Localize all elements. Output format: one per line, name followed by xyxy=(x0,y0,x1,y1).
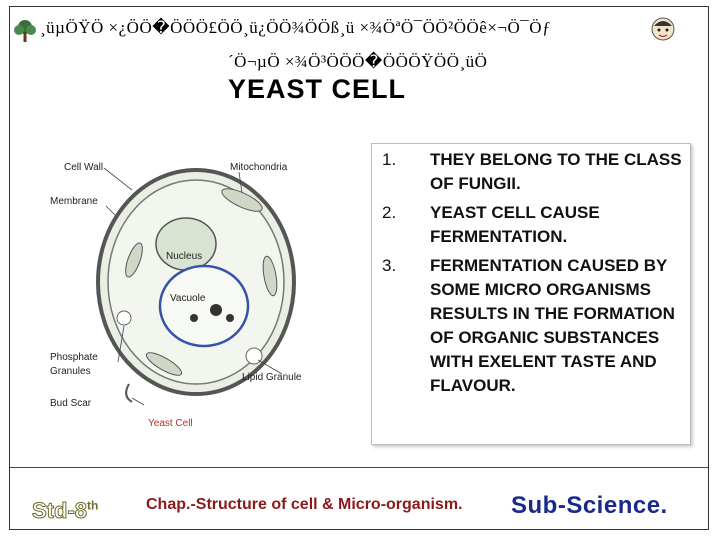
slide-frame xyxy=(9,6,709,530)
header-text-line-1: ¸üµÖŸÖ ×¿ÖÖ�ÖÖÖ£ÖÖ¸ü¿ÖÖ¾ÖÖß¸ü ×¾ÖªÖ¯ÖÖ²Ö… xyxy=(40,18,552,37)
bud-scar-shape xyxy=(125,383,133,403)
point-number: 1. xyxy=(382,150,397,169)
vacuole-shape xyxy=(158,264,250,348)
points-box: 1. THEY BELONG TO THE CLASS OF FUNGII. 2… xyxy=(371,143,691,445)
granule-shape xyxy=(190,314,198,322)
subject-label: Sub-Science. xyxy=(511,492,668,519)
mitochondrion-shape xyxy=(145,352,183,376)
point-text: FERMENTATION CAUSED BY SOME MICRO ORGANI… xyxy=(430,256,675,395)
label-cell-wall: Cell Wall xyxy=(64,162,103,173)
label-granules: Granules xyxy=(50,366,91,377)
label-yeast-cell-caption: Yeast Cell xyxy=(148,418,193,429)
student-face-icon xyxy=(650,16,676,47)
label-vacuole: Vacuole xyxy=(170,293,206,304)
list-item: 2. YEAST CELL CAUSE FERMENTATION. xyxy=(382,201,684,249)
point-text: YEAST CELL CAUSE FERMENTATION. xyxy=(430,203,600,246)
nucleus-shape xyxy=(155,217,217,271)
phosphate-granule-shape xyxy=(116,310,132,326)
mitochondrion-shape xyxy=(262,255,278,297)
standard-label: Std-8th xyxy=(32,498,99,524)
mitochondrion-shape xyxy=(221,188,263,212)
header-text-line-2: ´Ö¬µÖ ×¾Ö³ÖÖÖ�ÖÖÖŸÖÖ¸üÖ xyxy=(228,52,488,71)
standard-suffix: th xyxy=(87,498,99,513)
label-membrane: Membrane xyxy=(50,196,98,207)
mitochondrion-shape xyxy=(125,242,143,278)
list-item: 3. FERMENTATION CAUSED BY SOME MICRO ORG… xyxy=(382,254,684,398)
granule-shape xyxy=(210,304,222,316)
chapter-label: Chap.-Structure of cell & Micro-organism… xyxy=(146,496,463,513)
point-number: 2. xyxy=(382,203,397,222)
tree-icon xyxy=(12,18,38,49)
standard-text: Std-8 xyxy=(32,498,88,524)
point-number: 3. xyxy=(382,256,397,275)
yeast-cell-diagram: Cell Wall Mitochondria Membrane Nucleus … xyxy=(50,162,302,429)
footer-divider xyxy=(10,467,708,468)
slide-title: YEAST CELL xyxy=(228,74,407,104)
label-nucleus: Nucleus xyxy=(166,251,202,262)
label-phosphate: Phosphate xyxy=(50,352,98,363)
label-mitochondria: Mitochondria xyxy=(230,162,288,173)
list-item: 1. THEY BELONG TO THE CLASS OF FUNGII. xyxy=(382,148,684,196)
lipid-granule-shape xyxy=(245,347,263,365)
label-bud-scar: Bud Scar xyxy=(50,398,92,409)
label-lipid-granule: Lipid Granule xyxy=(242,372,302,383)
point-text: THEY BELONG TO THE CLASS OF FUNGII. xyxy=(430,150,682,193)
granule-shape xyxy=(226,314,234,322)
